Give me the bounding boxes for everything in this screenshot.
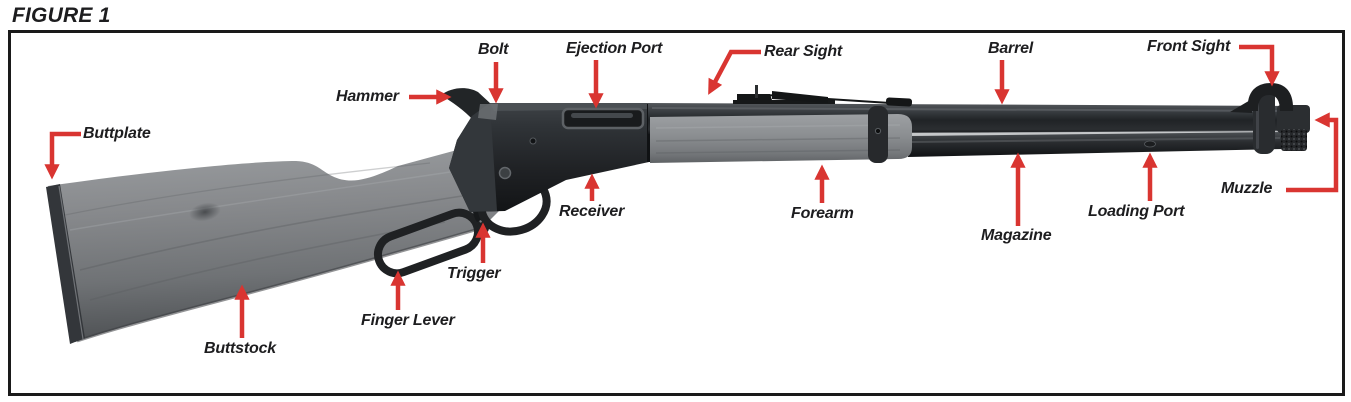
wood-grain bbox=[64, 162, 431, 216]
wood-grain bbox=[79, 195, 463, 271]
receiver-pin bbox=[529, 137, 537, 145]
rifle-body bbox=[46, 83, 1310, 344]
arrow-buttplate bbox=[44, 131, 81, 180]
magazine-highlight bbox=[912, 137, 1280, 143]
figure-title: FIGURE 1 bbox=[12, 4, 111, 27]
label-muzzle: Muzzle bbox=[1221, 180, 1273, 197]
ejection-port-slot bbox=[571, 113, 633, 118]
magazine-cap-knurl bbox=[1281, 129, 1307, 151]
band-screw bbox=[874, 127, 882, 135]
muzzle-collar-shape bbox=[1277, 105, 1310, 133]
label-forearm: Forearm bbox=[791, 205, 854, 222]
label-receiver: Receiver bbox=[559, 203, 625, 220]
label-hammer: Hammer bbox=[336, 88, 399, 105]
buttstock-shape bbox=[48, 147, 500, 342]
label-bolt: Bolt bbox=[478, 41, 509, 58]
label-ejection-port: Ejection Port bbox=[566, 40, 663, 57]
tube-gap-glint bbox=[908, 130, 1284, 136]
receiver-front-facet bbox=[449, 103, 497, 212]
label-finger-lever: Finger Lever bbox=[361, 312, 455, 329]
ejection-port-shape bbox=[561, 107, 645, 130]
arrow-muzzle bbox=[1286, 112, 1339, 193]
label-buttstock: Buttstock bbox=[204, 340, 276, 357]
wood-grain bbox=[655, 124, 901, 129]
arrow-rear-sight bbox=[708, 49, 761, 95]
barrel-highlight bbox=[652, 107, 1300, 112]
label-rear-sight: Rear Sight bbox=[764, 43, 843, 60]
forearm-shape bbox=[650, 114, 912, 163]
label-magazine: Magazine bbox=[981, 227, 1052, 244]
barrel-band-shape bbox=[868, 106, 888, 163]
wood-grain bbox=[655, 149, 901, 154]
buttplate-seam bbox=[58, 185, 84, 340]
label-barrel: Barrel bbox=[988, 40, 1034, 57]
label-front-sight: Front Sight bbox=[1147, 38, 1231, 55]
wood-knot bbox=[189, 202, 221, 222]
front-sight-shape bbox=[1247, 83, 1294, 111]
loading-port-shape bbox=[1144, 140, 1156, 148]
rear-sight-shape bbox=[733, 85, 913, 107]
wood-grain bbox=[69, 171, 451, 231]
buttplate-shape bbox=[46, 184, 85, 344]
front-sight-ramp bbox=[1230, 99, 1252, 113]
label-trigger: Trigger bbox=[447, 265, 501, 282]
callout-arrows bbox=[44, 44, 1339, 338]
receiver-shape bbox=[449, 103, 649, 212]
wood-grain bbox=[655, 137, 901, 142]
label-loading-port: Loading Port bbox=[1088, 203, 1185, 220]
arrow-front-sight bbox=[1239, 44, 1280, 87]
bolt-shape bbox=[478, 104, 498, 120]
receiver-screw bbox=[498, 166, 512, 180]
label-buttplate: Buttplate bbox=[83, 125, 151, 142]
